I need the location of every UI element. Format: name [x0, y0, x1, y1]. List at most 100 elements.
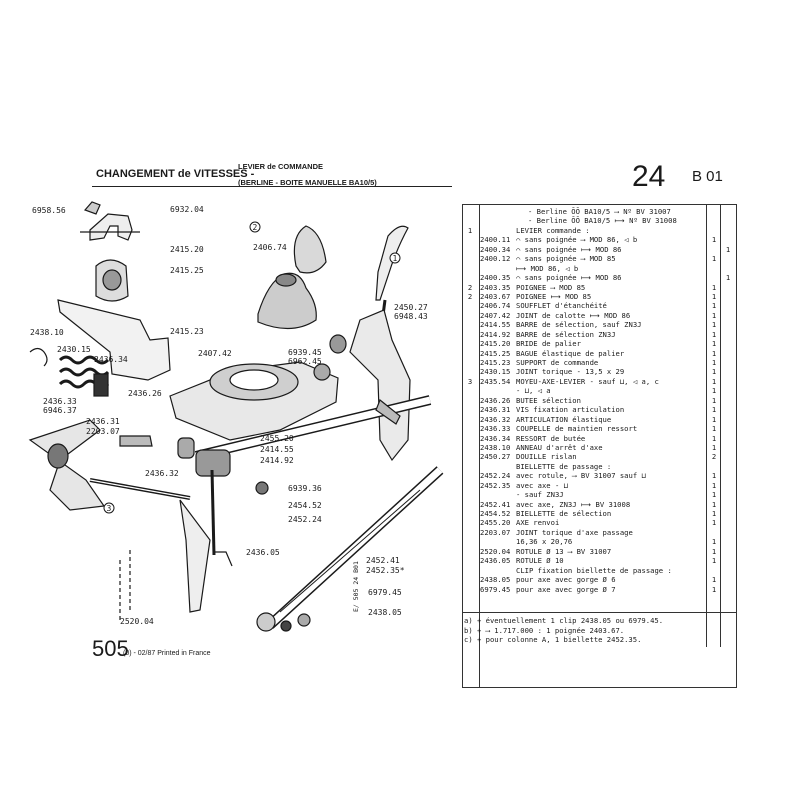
- part-reference: 2436.26: [480, 395, 511, 405]
- quantity-col-1: 1: [711, 518, 717, 528]
- quantity-col-1: 1: [711, 395, 717, 405]
- part-reference: 2452.41: [480, 499, 511, 509]
- part-reference: 2430.15: [480, 367, 511, 377]
- parts-table-frame: [462, 204, 737, 688]
- quantity-col-1: 1: [711, 301, 717, 311]
- parts-table-qty-divider-1: [706, 204, 707, 647]
- label-2436-34: 2436.34: [94, 355, 128, 364]
- part-designation: CLIP fixation biellette de passage :: [516, 565, 672, 575]
- table-row: 2415.23 SUPPORT de commande 1: [464, 358, 734, 367]
- part-designation: avec axe, ZN3J ⟼ BV 31008: [516, 499, 631, 509]
- part-reference: 2436.05: [480, 556, 511, 566]
- part-reference: 2454.52: [480, 509, 511, 518]
- part-designation: ⌒ sans poignée ⟶ MOD 86, ◁ b: [516, 235, 638, 245]
- catalog-code: E/ 505 24 B01: [352, 561, 360, 612]
- footnote-b: b) + ⟶ 1.717.000 : 1 poignée 2403.67.: [464, 625, 625, 635]
- quantity-col-1: 1: [711, 490, 717, 500]
- row-mark: 1: [467, 225, 473, 235]
- part-designation: BUTEE sélection: [516, 395, 581, 405]
- part-designation: LEVIER commande :: [516, 225, 590, 235]
- label-6958-56: 6958.56: [32, 206, 66, 215]
- part-reference: 2400.11: [480, 235, 511, 245]
- label-6948-43: 6948.43: [394, 312, 428, 321]
- part-designation: SUPPORT de commande: [516, 358, 599, 367]
- quantity-col-1: 1: [711, 291, 717, 301]
- part-reference: 2415.25: [480, 348, 511, 358]
- quantity-col-1: 1: [711, 358, 717, 367]
- quantity-col-1: 1: [711, 414, 717, 424]
- label-2415-20: 2415.20: [170, 245, 204, 254]
- part-reference: 2406.74: [480, 301, 511, 311]
- part-reference: 2403.35: [480, 282, 511, 292]
- part-reference: 2436.33: [480, 424, 511, 434]
- part-designation: ⌒ sans poignée ⟶ MOD 85: [516, 254, 616, 264]
- label-2414-55: 2414.55: [260, 445, 294, 454]
- part-reference: 2203.07: [480, 527, 511, 537]
- label-2415-25: 2415.25: [170, 266, 204, 275]
- part-reference: 2400.12: [480, 254, 511, 264]
- part-designation: - sauf ZN3J: [516, 490, 564, 500]
- part-designation: SOUFFLET d'étanchéité: [516, 301, 607, 311]
- parts-table-qty-divider-2: [720, 204, 721, 647]
- part-designation: BARRE de sélection, sauf ZN3J: [516, 320, 642, 330]
- row-mark: 3: [467, 376, 473, 386]
- part-reference: 2415.23: [480, 358, 511, 367]
- table-row: 2436.26 BUTEE sélection 1: [464, 396, 734, 405]
- quantity-col-1: 1: [711, 556, 717, 566]
- label-2430-15: 2430.15: [57, 345, 91, 354]
- label-2452-41: 2452.41: [366, 556, 400, 565]
- label-2452-35: 2452.35*: [366, 566, 405, 575]
- part-designation: DOUILLE rislan: [516, 452, 577, 462]
- callout-2: 2: [253, 223, 258, 232]
- label-2450-27: 2450.27: [394, 303, 428, 312]
- part-designation: JOINT torique - 13,5 x 29: [516, 367, 625, 377]
- subsection-title: LEVIER de COMMANDE: [238, 162, 324, 171]
- part-designation: 16,36 x 20,76: [516, 537, 573, 547]
- quantity-col-1: 1: [711, 433, 717, 443]
- part-reference: 2414.92: [480, 329, 511, 339]
- quantity-col-1: 1: [711, 339, 717, 349]
- quantity-col-1: 1: [711, 254, 717, 264]
- part-reference: 2403.67: [480, 291, 511, 301]
- part-reference: 2400.35: [480, 273, 511, 283]
- part-reference: 2436.34: [480, 433, 511, 443]
- quantity-col-1: 1: [711, 329, 717, 339]
- part-designation: pour axe avec gorge Ø 6: [516, 575, 616, 585]
- part-reference: 2520.04: [480, 546, 511, 556]
- quantity-col-1: 1: [711, 471, 717, 481]
- quantity-col-1: 1: [711, 405, 717, 415]
- part-designation: ANNEAU d'arrêt d'axe: [516, 442, 603, 452]
- model-number: 505: [92, 636, 129, 661]
- table-row: - sauf ZN3J 1: [464, 490, 734, 499]
- label-6962-45: 6962.45: [288, 357, 322, 366]
- table-row: BIELLETTE de passage :: [464, 462, 734, 471]
- label-6932-04: 6932.04: [170, 205, 204, 214]
- quantity-col-1: 1: [711, 367, 717, 377]
- part-designation: MOYEU-AXE-LEVIER - sauf ⊔, ◁ a, c: [516, 376, 659, 386]
- table-row: 1 LEVIER commande :: [464, 226, 734, 235]
- part-reference: 2455.20: [480, 518, 511, 528]
- part-reference: 2438.10: [480, 442, 511, 452]
- callout-3: 3: [107, 504, 112, 513]
- part-reference: 2436.32: [480, 414, 511, 424]
- table-row: 2430.15 JOINT torique - 13,5 x 29 1: [464, 367, 734, 376]
- part-reference: 6979.45: [480, 584, 511, 594]
- part-designation: avec axe - ⊔: [516, 480, 568, 490]
- quantity-col-1: 1: [711, 537, 717, 547]
- part-designation: RESSORT de butée: [516, 433, 586, 443]
- part-reference: 2452.24: [480, 471, 511, 481]
